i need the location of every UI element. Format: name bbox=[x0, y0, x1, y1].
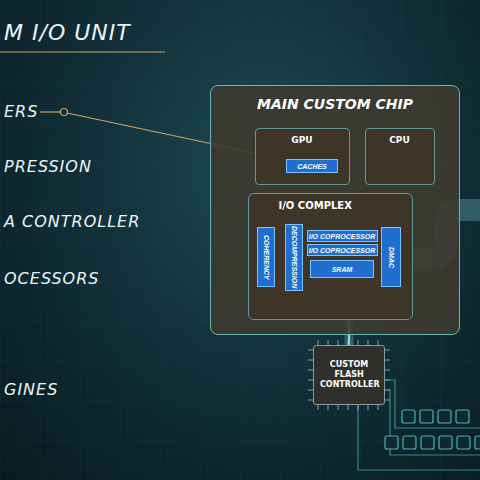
io-complex-box: I/O COMPLEX COHERENCY DECOMPRESSION I/O COP… bbox=[248, 193, 413, 320]
block-box: I/O COPROCESSOR bbox=[307, 230, 378, 242]
unit-box: CPU bbox=[365, 128, 435, 185]
box-label: DECOMPRESSION bbox=[291, 226, 298, 288]
box-label: CACHES bbox=[297, 163, 327, 170]
slide-title: M I/O UNIT bbox=[4, 20, 131, 45]
feature-label: PRESSION bbox=[4, 157, 92, 176]
feature-label: OCESSORS bbox=[4, 269, 99, 288]
box-label: CPU bbox=[366, 135, 434, 145]
block-box: COHERENCY bbox=[257, 227, 275, 287]
box-label: I/O COPROCESSOR bbox=[309, 247, 376, 254]
cache-box: CACHES bbox=[286, 159, 338, 173]
box-label: MAIN CUSTOM CHIP bbox=[211, 96, 459, 112]
chip-pins bbox=[308, 340, 390, 410]
block-box: DMAC bbox=[381, 227, 401, 287]
box-label: GPU bbox=[256, 135, 349, 145]
block-box: SRAM bbox=[310, 260, 374, 278]
chip-box: MAIN CUSTOM CHIP GPU CACHES CPU I/O COMPLEX C… bbox=[210, 85, 460, 335]
box-label: DMAC bbox=[388, 247, 395, 268]
block-box: DECOMPRESSION bbox=[285, 224, 303, 291]
block-box: I/O COPROCESSOR bbox=[307, 244, 378, 256]
box-label: I/O COMPLEX bbox=[279, 200, 352, 211]
box-label: CUSTOM FLASH CONTROLLER bbox=[320, 360, 378, 390]
unit-box: GPU CACHES bbox=[255, 128, 350, 185]
box-label: SRAM bbox=[332, 266, 353, 273]
controller-chip: CUSTOM FLASH CONTROLLER bbox=[313, 345, 385, 405]
memory-chips bbox=[385, 410, 480, 449]
leader-line bbox=[40, 111, 60, 112]
feature-label: ERS bbox=[4, 102, 38, 121]
feature-label: A CONTROLLER bbox=[4, 212, 140, 231]
title-rule bbox=[0, 51, 165, 52]
feature-label: GINES bbox=[4, 380, 58, 399]
box-label: I/O COPROCESSOR bbox=[309, 233, 376, 240]
box-label: COHERENCY bbox=[263, 235, 270, 280]
leader-dot bbox=[61, 109, 68, 116]
